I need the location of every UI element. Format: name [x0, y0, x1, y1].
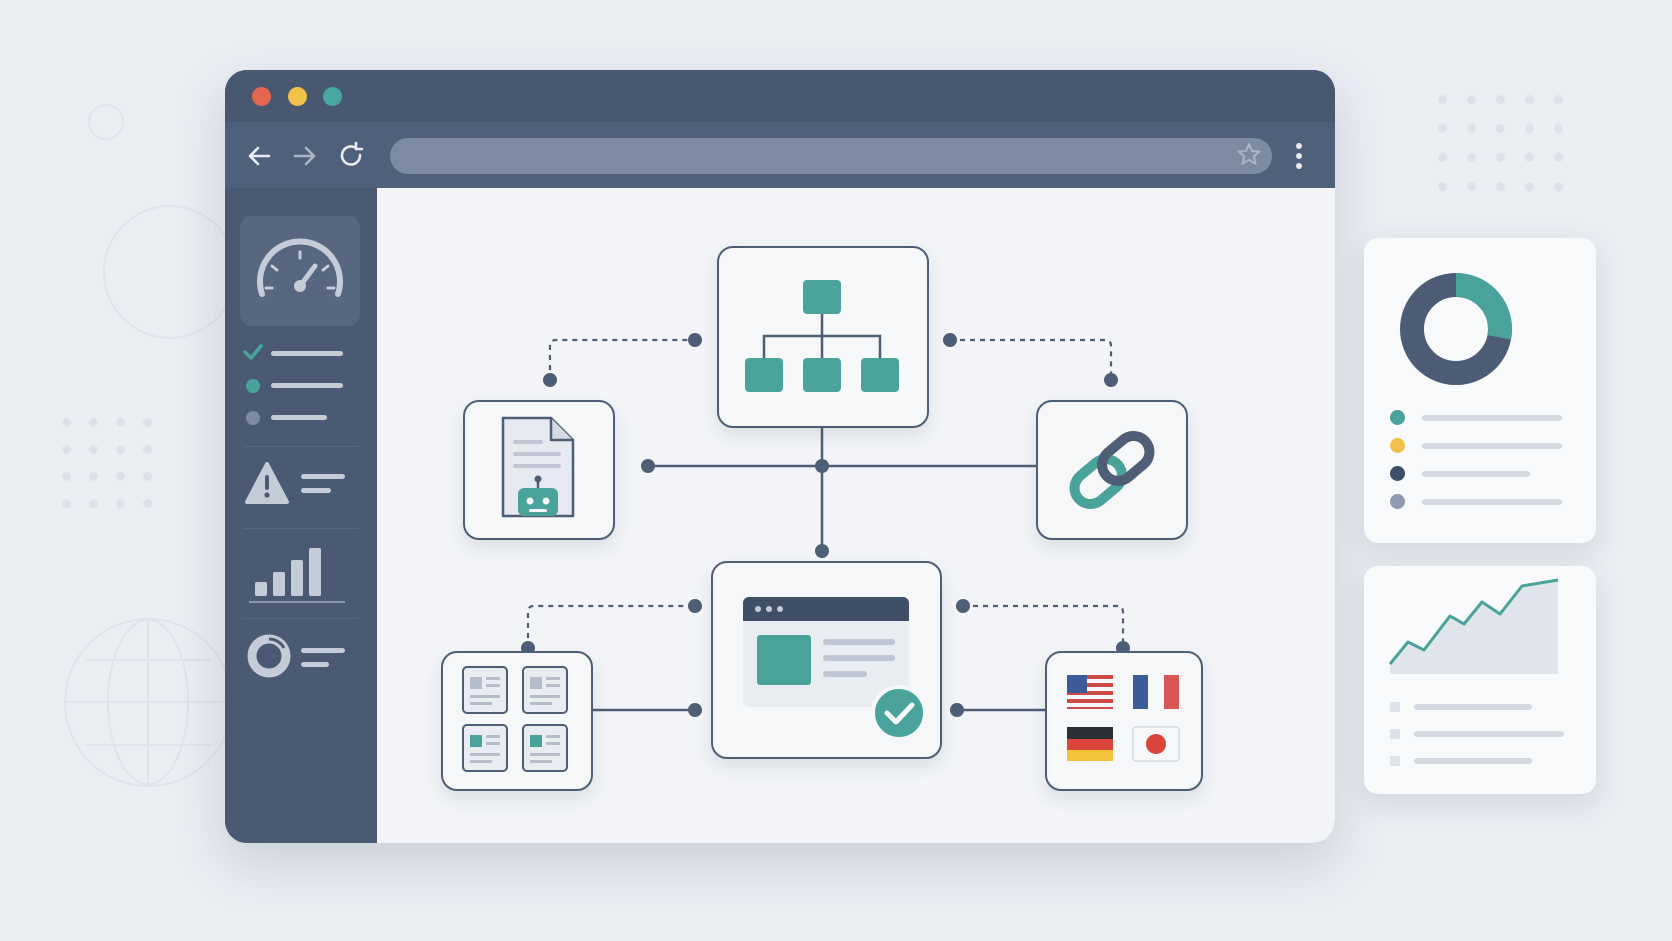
reload-icon [340, 141, 364, 166]
list-line [1414, 704, 1532, 710]
list-bullet [1390, 756, 1400, 766]
sidebar-divider [243, 618, 358, 619]
link-node[interactable] [1036, 400, 1188, 540]
forward-button[interactable] [289, 140, 321, 172]
sidebar [225, 188, 377, 843]
close-button[interactable] [252, 87, 271, 106]
minimize-button[interactable] [288, 87, 307, 106]
warning-icon [245, 462, 345, 504]
list-line [1414, 731, 1564, 737]
sidebar-item-analytics[interactable] [245, 538, 355, 608]
donut-icon [247, 634, 345, 678]
sidebar-item-alerts[interactable] [245, 458, 355, 518]
trend-summary-panel [1364, 566, 1596, 794]
japan-flag-icon [1132, 726, 1180, 762]
list-bullet [1390, 729, 1400, 739]
decorative-dot-grid-left [62, 418, 152, 508]
browser-menu-button[interactable] [1295, 140, 1303, 172]
decorative-globe [64, 618, 233, 787]
reload-button[interactable] [335, 140, 367, 172]
zoom-button[interactable] [323, 87, 342, 106]
donut-chart [1400, 273, 1512, 385]
webpage-verified-node[interactable] [711, 561, 942, 759]
legend-line [1422, 471, 1530, 477]
star-icon [1237, 143, 1261, 165]
ai-document-node[interactable] [463, 400, 615, 540]
legend-dot [1390, 438, 1405, 453]
us-flag-icon [1067, 675, 1113, 709]
arrow-right-icon [293, 146, 316, 166]
sidebar-divider [243, 446, 358, 447]
trend-line-icon [1388, 578, 1559, 674]
bookmark-button[interactable] [1236, 141, 1262, 175]
bar-chart-icon [249, 548, 345, 603]
germany-flag-icon [1067, 727, 1113, 761]
legend-line [1422, 499, 1562, 505]
donut-summary-panel [1364, 238, 1596, 543]
sidebar-item-reports[interactable] [245, 628, 355, 688]
address-bar[interactable] [390, 138, 1272, 174]
speedometer-icon [257, 238, 343, 297]
arrow-left-icon [248, 146, 271, 166]
decorative-circle [103, 205, 237, 339]
browser-window [225, 70, 1335, 843]
legend-dot [1390, 410, 1405, 425]
sidebar-divider [243, 528, 358, 529]
webpage-verified-icon [743, 597, 927, 741]
sidebar-item-dashboard[interactable] [240, 216, 360, 326]
content-area [377, 188, 1335, 843]
list-line [1414, 758, 1532, 764]
page-grid-icon [462, 666, 568, 772]
language-flags-node[interactable] [1045, 651, 1203, 791]
kebab-menu-icon [1295, 143, 1303, 169]
back-button[interactable] [243, 140, 275, 172]
legend-dot [1390, 466, 1405, 481]
list-bullet [1390, 702, 1400, 712]
legend-line [1422, 415, 1562, 421]
sitemap-node[interactable] [717, 246, 929, 428]
sitemap-icon [745, 280, 899, 392]
decorative-ring [88, 104, 124, 140]
title-bar [225, 70, 1335, 122]
ai-document-icon [501, 416, 575, 518]
language-flags-icon [1067, 675, 1180, 762]
legend-line [1422, 443, 1562, 449]
france-flag-icon [1133, 675, 1179, 709]
page-grid-node[interactable] [441, 651, 593, 791]
sidebar-item-checklist[interactable] [241, 338, 361, 428]
link-icon [1069, 431, 1155, 509]
legend-dot [1390, 494, 1405, 509]
checklist-icon [243, 344, 343, 425]
decorative-dot-grid [1438, 95, 1563, 191]
